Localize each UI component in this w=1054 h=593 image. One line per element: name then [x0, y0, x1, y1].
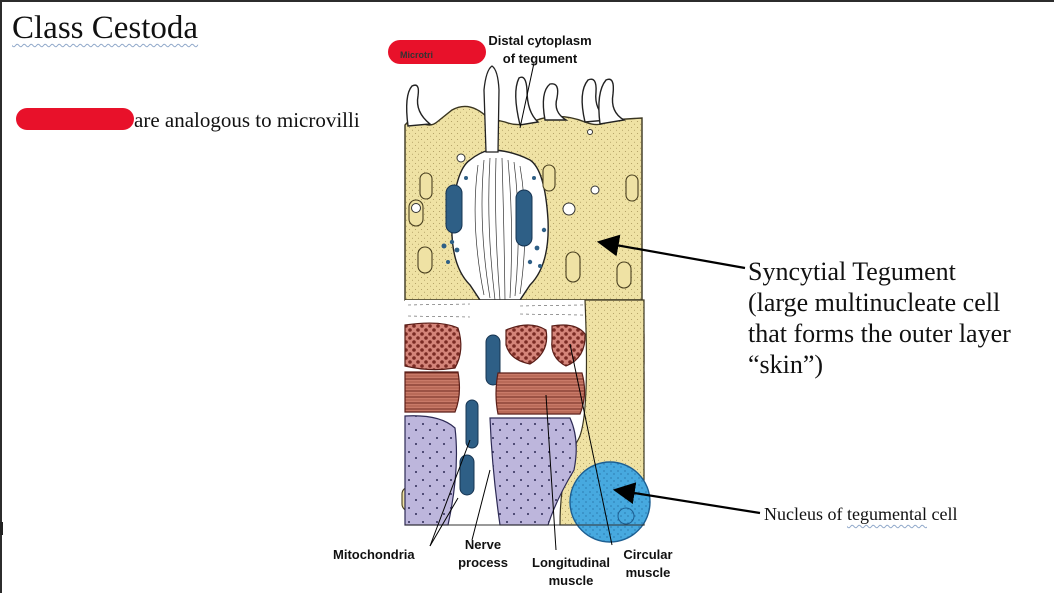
syncytial-tegument-label: Syncytial Tegument (large multinucleate …: [748, 256, 1011, 380]
longitudinal-muscle: [404, 371, 461, 413]
longitudinal-muscle: [495, 372, 586, 415]
microtrix: [598, 78, 627, 125]
syncytial-line: “skin”): [748, 350, 824, 379]
vesicles: [441, 176, 547, 268]
nucleus-arrow: [612, 482, 761, 515]
parenchyma: [489, 417, 577, 526]
nucleus-label: Nucleus of tegumental cell: [764, 503, 957, 525]
microtriches-label-partial: Microtri: [400, 50, 434, 60]
nucleus-label-suffix: cell: [926, 504, 958, 524]
slide-title: Class Cestoda: [12, 10, 199, 46]
distal-label-line: of tegument: [502, 51, 578, 66]
circular-muscle: [551, 324, 586, 367]
nerve-process-label: Nerve process: [452, 536, 514, 572]
microtrix: [542, 83, 569, 121]
redaction-mark: [16, 108, 134, 130]
syncytial-arrow: [596, 234, 746, 270]
microtrix: [405, 84, 432, 127]
subtitle-text: are analogous to microvilli: [134, 108, 360, 132]
circular-label-line: muscle: [625, 565, 671, 580]
parenchyma: [404, 415, 458, 526]
tegument-diagram: [401, 62, 761, 551]
syncytial-line: (large multinucleate cell: [748, 288, 1001, 317]
nerve-cilium: [483, 65, 500, 153]
microtrix: [515, 76, 540, 126]
circular-muscle: [505, 324, 548, 365]
mitochondria-group: [445, 184, 533, 496]
nerve-bulb: [451, 149, 549, 301]
leader-lines: [429, 62, 613, 551]
longitudinal-label-line: muscle: [548, 573, 594, 588]
syncytial-line: that forms the outer layer: [748, 319, 1011, 348]
mitochondria-label: Mitochondria: [333, 547, 415, 562]
syncytial-line: Syncytial Tegument: [748, 257, 956, 286]
circular-muscle: [404, 322, 462, 371]
nerve-label-line: process: [458, 555, 508, 570]
redaction-mark: [388, 40, 486, 64]
longitudinal-muscle-label: Longitudinal muscle: [525, 554, 617, 590]
nerve-label-line: Nerve: [464, 537, 502, 552]
tegumental-nucleus: [569, 461, 651, 543]
slide-subtitle: are analogous to microvilli: [16, 106, 360, 134]
nucleus-label-prefix: Nucleus of: [764, 504, 847, 524]
longitudinal-label-line: Longitudinal: [532, 555, 610, 570]
circular-muscle-label: Circular muscle: [618, 546, 678, 582]
circular-label-line: Circular: [623, 547, 673, 562]
left-edge-mark: [0, 522, 3, 535]
nucleolus: [617, 507, 635, 525]
basal-fibres: [407, 303, 641, 318]
distal-label-line: Distal cytoplasm: [488, 33, 592, 48]
distal-cytoplasm-label: Distal cytoplasm of tegument: [478, 32, 602, 68]
nucleus-label-word: tegumental: [846, 504, 927, 524]
